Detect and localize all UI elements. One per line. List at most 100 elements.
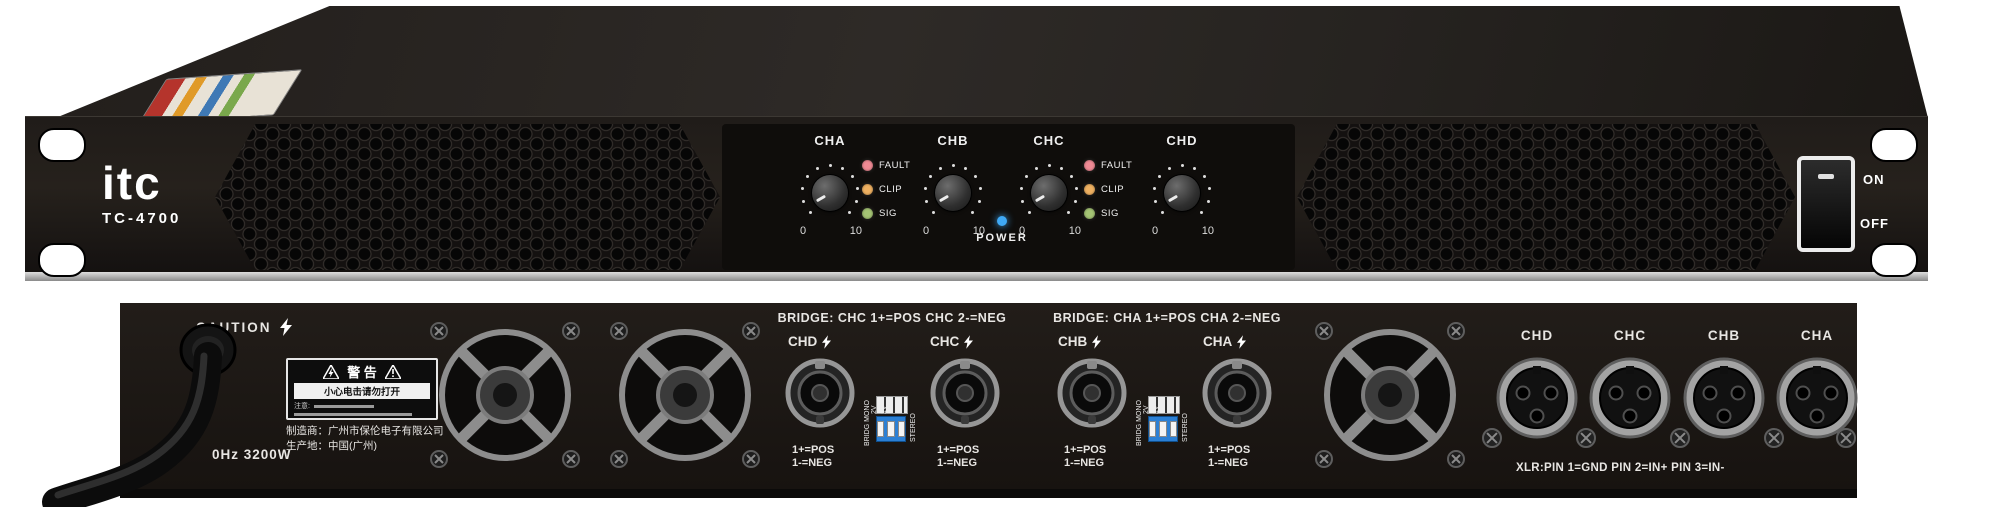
- chassis-top: [55, 6, 1928, 118]
- power-rocker[interactable]: [1797, 156, 1855, 252]
- sig-led: [862, 208, 873, 219]
- gain-knob-chc[interactable]: [1031, 175, 1067, 211]
- speakon-connector-chb: [1057, 358, 1127, 428]
- scale-max: 10: [849, 225, 862, 237]
- dip-switch-body[interactable]: [876, 416, 906, 442]
- warning-line: 小心电击请勿打开: [294, 383, 430, 399]
- sig-led: [1084, 208, 1095, 219]
- xlr-label-cha: CHA: [1800, 328, 1834, 343]
- knob-pointer: [938, 194, 949, 203]
- brand-block: itc TC-4700: [102, 160, 181, 227]
- knob-pointer: [815, 194, 826, 203]
- scale-min: 0: [923, 225, 930, 237]
- channel-chd-control: CHD 0 10: [1150, 133, 1214, 243]
- dip-switch-body[interactable]: [1148, 416, 1178, 442]
- gain-knob-cha[interactable]: [812, 175, 848, 211]
- dip-diagram: [876, 396, 908, 414]
- vent-grille-left: [215, 124, 720, 270]
- xlr-label-chc: CHC: [1613, 328, 1647, 343]
- dip-label-1v: 1V: [1153, 405, 1160, 414]
- bridge-label-group2: BRIDGE: CHA 1+=POS CHA 2-=NEG: [1053, 311, 1281, 325]
- rocker-ridge: [1818, 174, 1834, 179]
- rack-slot-top-right: [1870, 128, 1918, 162]
- power-label: POWER: [976, 232, 1028, 244]
- rack-slot-bottom-right: [1870, 243, 1918, 277]
- fine-print-line: [294, 413, 412, 416]
- dip-diagram: [1148, 396, 1180, 414]
- scale-max: 10: [1201, 225, 1214, 237]
- mode-dip-switch-group1: 2V 1V STEREO BRIDG MONO: [864, 384, 917, 446]
- knob-ticks: [798, 161, 862, 225]
- speakon-label-chb: CHB: [1058, 334, 1102, 349]
- fault-led-label: FAULT: [1101, 160, 1133, 171]
- scale-min: 0: [800, 225, 807, 237]
- power-cable: [42, 323, 237, 507]
- xlr-label-chb: CHB: [1707, 328, 1741, 343]
- xlr-pinout-note: XLR:PIN 1=GND PIN 2=IN+ PIN 3=IN-: [1516, 462, 1725, 474]
- switch-off-label: OFF: [1860, 216, 1889, 231]
- vent-grille-right: [1297, 124, 1795, 270]
- speakon-label-cha: CHA: [1203, 334, 1247, 349]
- xlr-connector-chd: [1496, 357, 1578, 439]
- scale-max: 10: [1068, 225, 1081, 237]
- led-cluster-ab: FAULT CLIP SIG: [862, 160, 910, 219]
- rear-panel-bottom-flange: [120, 489, 1857, 498]
- lightning-bolt-icon: [1237, 334, 1247, 349]
- speakon-connector-cha: [1202, 358, 1272, 428]
- xlr-connector-chc: [1589, 357, 1671, 439]
- screw-icon: [1670, 428, 1690, 448]
- fan-grille: [1315, 322, 1465, 468]
- gain-knob-chd[interactable]: [1164, 175, 1200, 211]
- fan-grille: [610, 322, 760, 468]
- sig-led-label: SIG: [1101, 208, 1119, 219]
- fine-print-line: [313, 404, 374, 408]
- dip-label-bridg-mono: BRIDG MONO: [864, 400, 871, 446]
- lightning-bolt-icon: [822, 334, 832, 349]
- manufacturer-text: 制造商：广州市保伦电子有限公司 生产地：中国(广州): [286, 424, 444, 454]
- switch-on-label: ON: [1863, 172, 1885, 187]
- clip-led-label: CLIP: [879, 184, 903, 195]
- screw-icon: [1482, 428, 1502, 448]
- brand-logo: itc: [102, 157, 162, 209]
- scale-min: 0: [1019, 225, 1026, 237]
- mode-dip-switch-group2: 2V 1V STEREO BRIDG MONO: [1136, 384, 1189, 446]
- sig-led-label: SIG: [879, 208, 897, 219]
- channel-label-chb: CHB: [937, 133, 969, 148]
- fault-led-label: FAULT: [879, 160, 911, 171]
- screw-icon: [1576, 428, 1596, 448]
- lightning-bolt-icon: [964, 334, 974, 349]
- rack-slot-bottom-left: [38, 243, 86, 277]
- warning-triangle-exclaim-icon: [384, 364, 401, 379]
- warning-title: 警 告: [347, 365, 377, 380]
- xlr-connector-cha: [1776, 357, 1858, 439]
- warning-triangle-bolt-icon: [323, 364, 340, 379]
- rack-slot-top-left: [38, 128, 86, 162]
- channel-cha-control: CHA 0 10: [798, 133, 862, 243]
- knob-ticks: [1017, 161, 1081, 225]
- channel-chc-control: CHC 0 10: [1017, 133, 1081, 243]
- lightning-bolt-icon: [279, 318, 292, 336]
- fan-grille: [430, 322, 580, 468]
- gain-knob-chb[interactable]: [935, 175, 971, 211]
- knob-ticks: [1150, 161, 1214, 225]
- speakon-label-chc: CHC: [930, 334, 974, 349]
- screw-icon: [1764, 428, 1784, 448]
- dip-label-stereo: STEREO: [910, 413, 917, 442]
- led-cluster-cd: FAULT CLIP SIG: [1084, 160, 1132, 219]
- screw-icon: [1836, 428, 1856, 448]
- xlr-label-chd: CHD: [1520, 328, 1554, 343]
- dip-label-1v: 1V: [881, 405, 888, 414]
- clip-led: [862, 184, 873, 195]
- power-rating-text: 0Hz 3200W: [212, 447, 292, 462]
- lightning-bolt-icon: [1092, 334, 1102, 349]
- speakon-label-chd: CHD: [788, 334, 832, 349]
- knob-pointer: [1167, 194, 1178, 203]
- warning-note: 注意:: [294, 403, 310, 410]
- manufacturer-line2: 生产地：中国(广州): [286, 440, 377, 452]
- scale-max: 10: [972, 225, 985, 237]
- knob-pointer: [1034, 194, 1045, 203]
